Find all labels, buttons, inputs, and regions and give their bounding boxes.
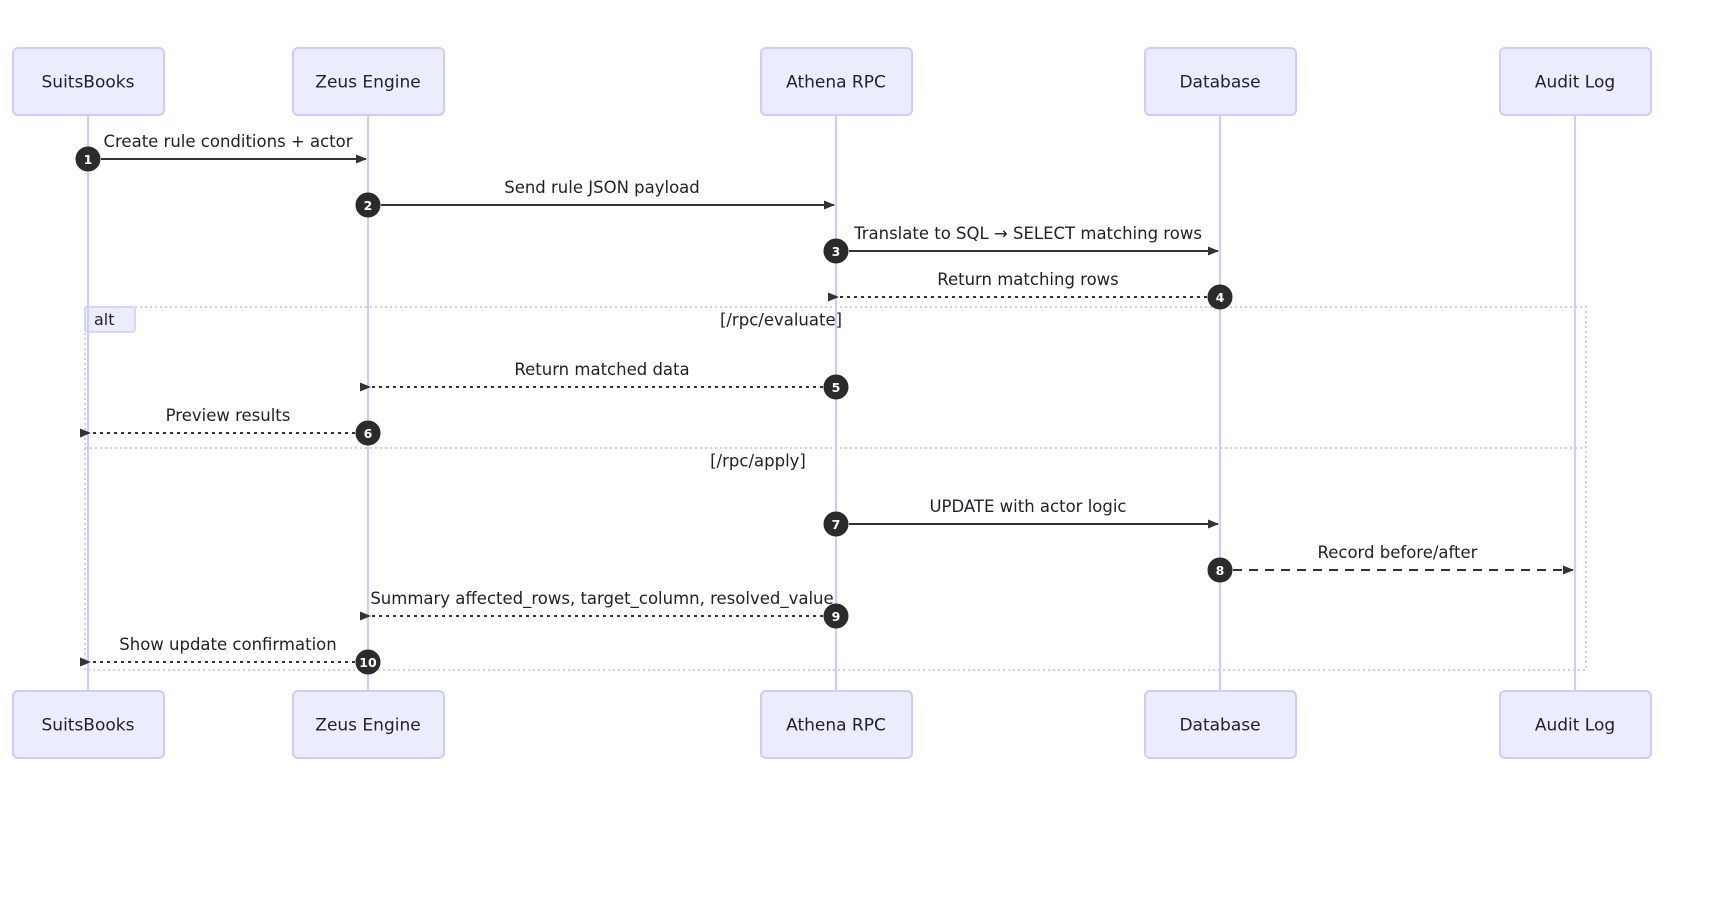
participant-box[interactable] — [1144, 47, 1297, 116]
sequence-number-badge-5 — [823, 374, 849, 400]
message-label-5: Return matched data — [514, 360, 689, 379]
participant-box[interactable] — [1499, 47, 1652, 116]
message-label-7: UPDATE with actor logic — [929, 497, 1126, 516]
sequence-number-text-6: 6 — [364, 426, 373, 441]
participant-label-suitsbooks: SuitsBooks — [42, 716, 135, 736]
sequence-number-text-7: 7 — [832, 517, 841, 532]
sequence-number-badge-9 — [823, 603, 849, 629]
participant-top-auditlog[interactable]: Audit Log — [1499, 47, 1652, 116]
alt-condition-label-0: [/rpc/evaluate] — [720, 311, 842, 330]
sequence-number-text-9: 9 — [832, 609, 841, 624]
participant-label-auditlog: Audit Log — [1535, 716, 1615, 736]
sequence-number-badge-2 — [355, 192, 381, 218]
participant-box[interactable] — [1499, 690, 1652, 759]
message-8: Record before/after 8 — [1207, 543, 1574, 583]
message-label-4: Return matching rows — [937, 270, 1119, 289]
message-10: Show update confirmation 10 — [80, 635, 381, 675]
sequence-number-text-3: 3 — [832, 244, 841, 259]
participant-label-athena: Athena RPC — [786, 716, 886, 736]
message-label-2: Send rule JSON payload — [504, 178, 700, 197]
participant-label-suitsbooks: SuitsBooks — [42, 73, 135, 93]
participant-box[interactable] — [1144, 690, 1297, 759]
participant-box[interactable] — [12, 47, 165, 116]
participant-bottom-suitsbooks[interactable]: SuitsBooks — [12, 690, 165, 759]
participant-label-database: Database — [1179, 73, 1260, 93]
participant-top-zeus[interactable]: Zeus Engine — [292, 47, 445, 116]
message-label-9: Summary affected_rows, target_column, re… — [370, 589, 833, 609]
sequence-number-text-10: 10 — [359, 655, 377, 670]
message-9: Summary affected_rows, target_column, re… — [360, 589, 849, 629]
sequence-number-text-2: 2 — [364, 198, 373, 213]
alt-keyword-tab — [84, 306, 136, 333]
sequence-number-badge-6 — [355, 420, 381, 446]
lifeline-group — [86, 115, 1577, 691]
message-label-10: Show update confirmation — [119, 635, 336, 654]
participant-bottom-zeus[interactable]: Zeus Engine — [292, 690, 445, 759]
participant-bottom-database[interactable]: Database — [1144, 690, 1297, 759]
participant-label-athena: Athena RPC — [786, 73, 886, 93]
alt-keyword-label: alt — [94, 310, 115, 329]
sequence-number-badge-1 — [75, 146, 101, 172]
participant-top-database[interactable]: Database — [1144, 47, 1297, 116]
sequence-number-badge-3 — [823, 238, 849, 264]
message-6: Preview results 6 — [80, 406, 381, 446]
sequence-number-text-5: 5 — [832, 380, 841, 395]
participant-top-athena[interactable]: Athena RPC — [760, 47, 913, 116]
message-5: Return matched data 5 — [360, 360, 849, 400]
alt-condition-label-1: [/rpc/apply] — [710, 452, 806, 471]
participant-box[interactable] — [292, 47, 445, 116]
message-label-6: Preview results — [166, 406, 291, 425]
message-label-3: Translate to SQL → SELECT matching rows — [853, 224, 1202, 243]
message-1: Create rule conditions + actor 1 — [75, 132, 367, 172]
message-2: Send rule JSON payload 2 — [355, 178, 835, 218]
participant-label-auditlog: Audit Log — [1535, 73, 1615, 93]
sequence-number-text-8: 8 — [1216, 563, 1225, 578]
participant-box[interactable] — [12, 690, 165, 759]
message-7: UPDATE with actor logic 7 — [823, 497, 1219, 537]
participant-bottom-athena[interactable]: Athena RPC — [760, 690, 913, 759]
participant-box[interactable] — [760, 47, 913, 116]
participant-label-zeus: Zeus Engine — [315, 716, 420, 736]
participant-top-suitsbooks[interactable]: SuitsBooks — [12, 47, 165, 116]
participant-bottom-auditlog[interactable]: Audit Log — [1499, 690, 1652, 759]
message-label-8: Record before/after — [1318, 543, 1478, 562]
sequence-number-badge-8 — [1207, 557, 1233, 583]
sequence-number-text-4: 4 — [1216, 290, 1225, 305]
participant-box[interactable] — [760, 690, 913, 759]
sequence-number-badge-4 — [1207, 284, 1233, 310]
participant-label-zeus: Zeus Engine — [315, 73, 420, 93]
sequence-number-text-1: 1 — [84, 152, 93, 167]
message-3: Translate to SQL → SELECT matching rows 3 — [823, 224, 1219, 264]
sequence-number-badge-10 — [355, 649, 381, 675]
participant-box[interactable] — [292, 690, 445, 759]
message-4: Return matching rows 4 — [828, 270, 1233, 310]
participant-label-database: Database — [1179, 716, 1260, 736]
sequence-number-badge-7 — [823, 511, 849, 537]
message-label-1: Create rule conditions + actor — [103, 132, 352, 151]
